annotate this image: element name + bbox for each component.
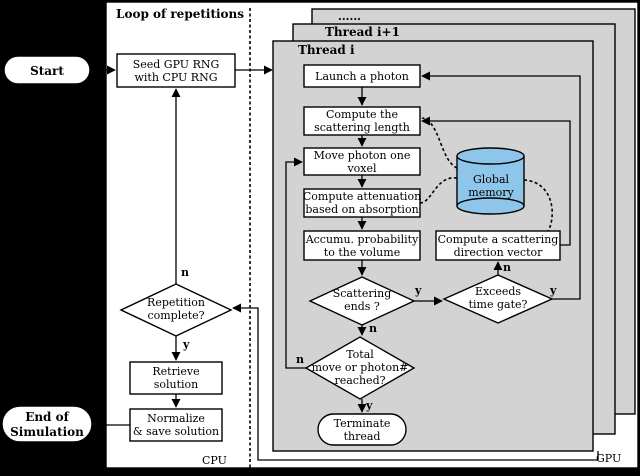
seed-rng-line1: Seed GPU RNG — [133, 58, 220, 71]
retrieve-line2: solution — [154, 378, 199, 391]
terminate-line1: Terminate — [334, 417, 391, 430]
launch-photon-label: Launch a photon — [315, 70, 409, 83]
scattering-direction-box — [435, 230, 561, 261]
attenuation-line1: Compute attenuation — [303, 190, 421, 203]
move-photon-line1: Move photon one — [314, 149, 411, 162]
normalize-line2: & save solution — [133, 425, 219, 438]
cpu-label: CPU — [202, 454, 227, 467]
accumulate-line2: to the volume — [324, 246, 400, 259]
edges — [90, 65, 599, 461]
label-y-timegate: y — [549, 284, 557, 297]
retrieve-box — [129, 361, 223, 395]
accumulate-line1: Accumu. probability — [305, 233, 419, 246]
end-terminal — [1, 405, 93, 443]
direction-line1: Compute a scattering — [438, 233, 559, 246]
retrieve-line1: Retrieve — [152, 365, 199, 378]
seed-rng-line2: with CPU RNG — [134, 71, 217, 84]
total-line1: Total — [346, 348, 374, 361]
thread-next-title: Thread i+1 — [325, 25, 400, 39]
scattering-ends-line1: Scattering — [333, 287, 392, 300]
seed-rng-box — [116, 53, 236, 88]
edge-timegate-launch — [421, 71, 581, 300]
total-reached-decision — [304, 336, 416, 400]
loop-title: Loop of repetitions — [116, 7, 244, 21]
edge-direction-loop — [421, 116, 571, 246]
normalize-line1: Normalize — [147, 412, 205, 425]
thread-ellipsis: ...... — [338, 10, 361, 23]
total-line3: reached? — [334, 374, 385, 387]
compute-scattering-length-box — [303, 106, 421, 136]
terminate-terminal — [317, 413, 407, 446]
total-line2: move or photon# — [312, 361, 409, 374]
move-photon-line2: voxel — [346, 162, 377, 175]
memory-line2: memory — [468, 186, 514, 199]
end-label-line1: End of — [25, 410, 69, 424]
edge-gpu-repetition — [232, 303, 599, 461]
label-n-timegate: n — [503, 261, 511, 274]
memory-link-direction — [523, 179, 554, 232]
label-y-total: y — [365, 399, 373, 412]
gpu-label: GPU — [596, 452, 621, 465]
time-gate-line1: Exceeds — [475, 285, 521, 298]
time-gate-decision — [442, 274, 554, 324]
repetition-line1: Repetition — [147, 296, 205, 309]
compute-scattering-line1: Compute the — [326, 108, 398, 121]
label-n-total: n — [296, 353, 304, 366]
label-n-scatter: n — [369, 322, 377, 335]
global-memory — [456, 147, 525, 215]
time-gate-line2: time gate? — [469, 298, 528, 311]
compute-attenuation-box — [303, 188, 421, 218]
label-n-repetition: n — [181, 266, 189, 279]
label-y-repetition: y — [182, 338, 190, 351]
label-y-scatter: y — [414, 284, 422, 297]
accumulate-probability-box — [303, 230, 421, 261]
compute-scattering-line2: scattering length — [314, 121, 410, 134]
direction-line2: direction vector — [454, 246, 544, 259]
end-label-line2: Simulation — [10, 425, 84, 439]
attenuation-line2: based on absorption — [305, 203, 418, 216]
memory-line1: Global — [473, 173, 510, 186]
edge-total-move — [285, 157, 306, 369]
start-label: Start — [30, 64, 64, 78]
memory-link-attenuation — [419, 177, 458, 204]
repetition-line2: complete? — [147, 309, 204, 322]
terminate-line2: thread — [344, 430, 381, 443]
thread-i-title: Thread i — [298, 43, 355, 57]
scattering-ends-line2: ends ? — [344, 300, 380, 313]
